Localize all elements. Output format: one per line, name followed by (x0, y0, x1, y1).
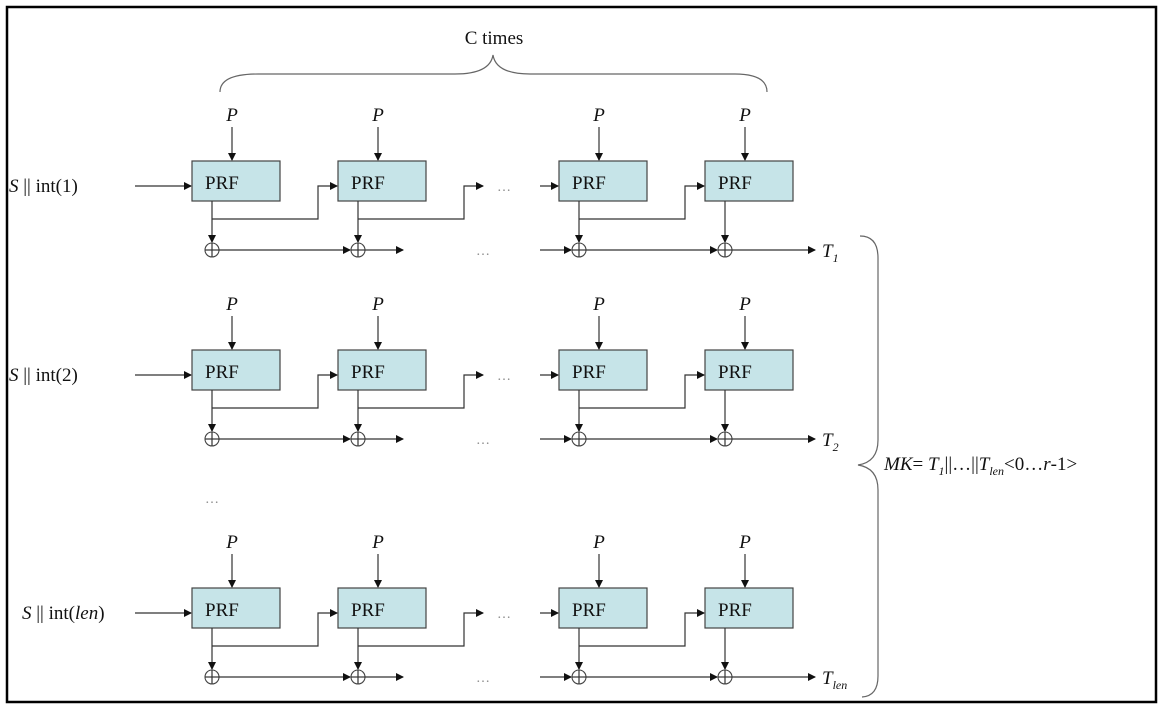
chain-ellipsis: … (497, 180, 511, 195)
prf-block-label: PRF (718, 600, 752, 621)
prf-block-label: PRF (205, 173, 239, 194)
row-input-label: S || int(2) (9, 365, 78, 386)
result-brace (857, 235, 879, 698)
prf-block-label: PRF (572, 362, 606, 383)
xor-chain-ellipsis: … (476, 244, 490, 259)
key-p-label: P (225, 294, 238, 315)
chain-arrow (212, 371, 338, 409)
key-p-label: P (371, 532, 384, 553)
prf-block-label: PRF (572, 173, 606, 194)
key-p-label: P (225, 532, 238, 553)
chain-arrow (579, 609, 705, 647)
prf-block (191, 349, 281, 391)
chain-arrow (358, 182, 484, 220)
xor-chain-ellipsis: … (476, 433, 490, 448)
prf-block (558, 160, 648, 202)
prf-block-label: PRF (351, 600, 385, 621)
key-p-label: P (592, 105, 605, 126)
prf-block (558, 349, 648, 391)
derivation-row-2: S || int(2) P PRF P PRF P PRF P PRF … … T2 (9, 294, 839, 454)
key-p-label: P (738, 532, 751, 553)
key-p-label: P (738, 105, 751, 126)
xor-chain-ellipsis: … (476, 671, 490, 686)
chain-arrow (358, 609, 484, 647)
row-input-label: S || int(1) (9, 176, 78, 197)
prf-block (191, 160, 281, 202)
prf-block (337, 160, 427, 202)
row-output-label: T2 (822, 430, 839, 454)
prf-block-label: PRF (718, 173, 752, 194)
prf-block-label: PRF (572, 600, 606, 621)
prf-block (704, 160, 794, 202)
row-output-label: T1 (822, 241, 839, 265)
row-output-label: Tlen (822, 668, 847, 692)
key-p-label: P (371, 105, 384, 126)
derivation-row-3: S || int(len) P PRF P PRF P PRF P PRF … … Tlen (22, 532, 847, 692)
master-key-formula: MK= T1||…||Tlen<0…r-1> (883, 454, 1077, 478)
prf-block (337, 349, 427, 391)
prf-block-label: PRF (205, 362, 239, 383)
frame-border (5, 5, 1158, 704)
key-p-label: P (592, 532, 605, 553)
key-p-label: P (592, 294, 605, 315)
row-input-label: S || int(len) (22, 603, 105, 624)
chain-ellipsis: … (497, 607, 511, 622)
chain-arrow (212, 609, 338, 647)
prf-block-label: PRF (351, 173, 385, 194)
chain-arrow (212, 182, 338, 220)
chain-arrow (579, 371, 705, 409)
prf-block (558, 587, 648, 629)
key-p-label: P (371, 294, 384, 315)
chain-arrow (358, 371, 484, 409)
prf-block (704, 587, 794, 629)
derivation-row-1: S || int(1) P PRF P PRF P PRF P PRF … … T1 (9, 105, 839, 265)
prf-block (191, 587, 281, 629)
prf-block (337, 587, 427, 629)
chain-ellipsis: … (497, 369, 511, 384)
c-times-brace (219, 54, 768, 93)
key-p-label: P (738, 294, 751, 315)
prf-block (704, 349, 794, 391)
chain-arrow (579, 182, 705, 220)
key-p-label: P (225, 105, 238, 126)
c-times-label: C times (465, 28, 524, 49)
prf-block-label: PRF (205, 600, 239, 621)
prf-block-label: PRF (351, 362, 385, 383)
row-ellipsis: … (205, 492, 219, 507)
prf-block-label: PRF (718, 362, 752, 383)
